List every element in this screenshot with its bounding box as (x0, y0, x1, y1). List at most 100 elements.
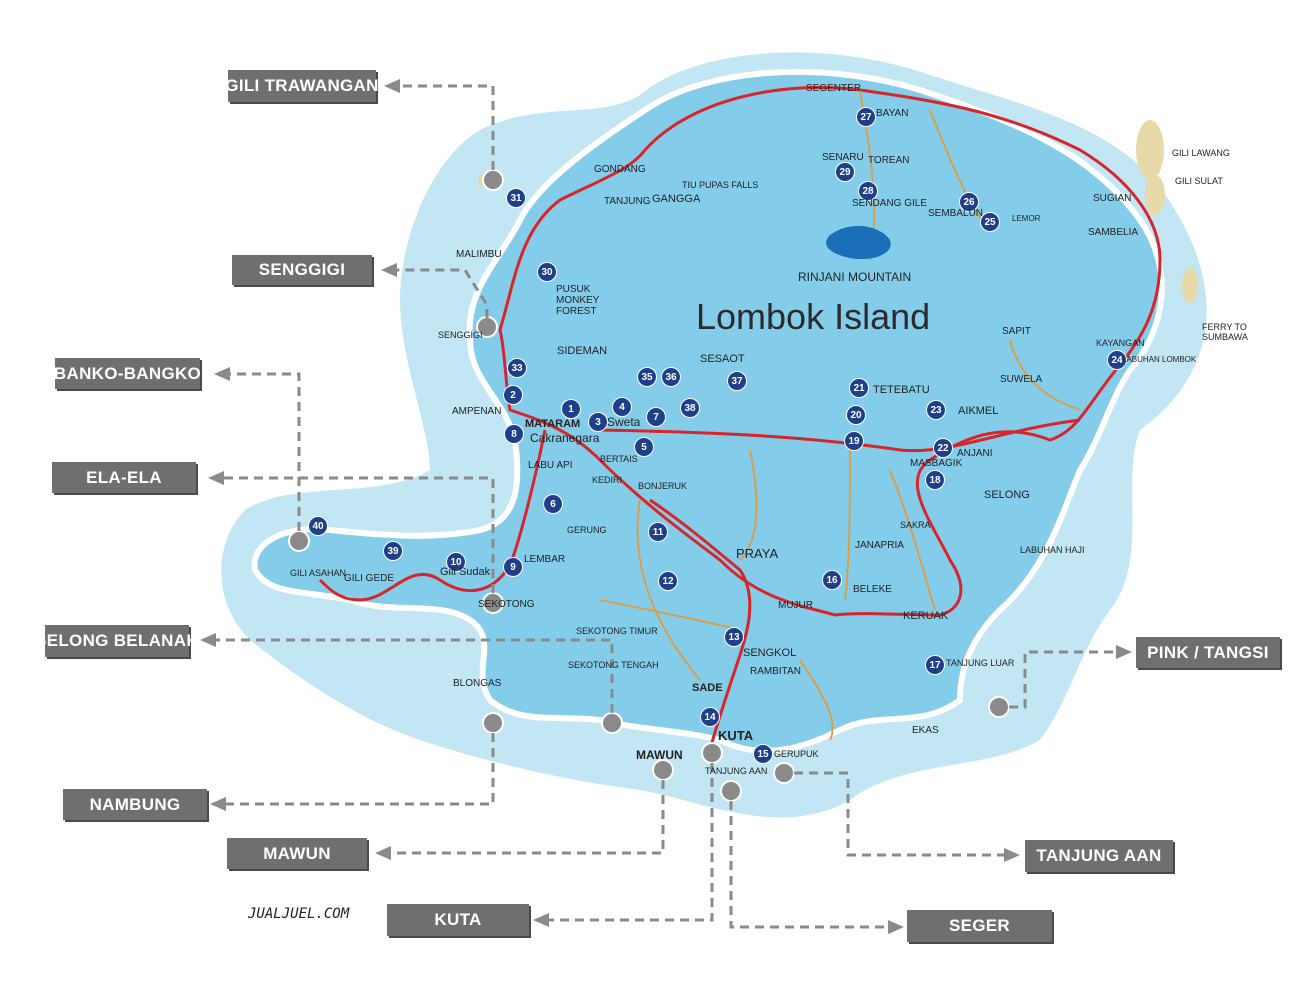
marker-mawun (652, 759, 674, 781)
watermark: JUALJUEL.COM (248, 906, 350, 922)
place-lembar: LEMBAR (524, 554, 566, 565)
gili-sulat-island (1145, 175, 1165, 215)
place-labuhan-haji: LABUHAN HAJI (1020, 545, 1085, 555)
place-pusuk: PUSUK MONKEY FOREST (556, 284, 600, 317)
place-sapit: SAPIT (1002, 326, 1031, 337)
place-senaru: SENARU (822, 152, 864, 163)
site-marker-21: 21 (849, 378, 869, 398)
place-sesaot: SESAOT (700, 353, 745, 365)
label-nambung[interactable]: NAMBUNG (63, 789, 207, 820)
place-segenter: SEGENTER (806, 83, 862, 94)
place-masbagik: MASBAGIK (910, 458, 963, 469)
road-praya-kuta (649, 498, 752, 751)
site-marker-40: 40 (308, 516, 328, 536)
place-gili-lawang: GILI LAWANG (1172, 148, 1230, 158)
place-praya: PRAYA (736, 546, 779, 561)
place-tanjung-aan: TANJUNG AAN (705, 766, 768, 776)
site-marker-2: 2 (503, 385, 523, 405)
site-marker-22: 22 (933, 438, 953, 458)
label-senggigi[interactable]: SENGGIGI (232, 255, 372, 285)
place-tanjung: TANJUNG (604, 196, 651, 207)
place-kayangan: KAYANGAN (1096, 338, 1145, 348)
island-landmass (251, 69, 1165, 754)
place-anjani: ANJANI (957, 448, 993, 459)
site-marker-20: 20 (846, 405, 866, 425)
place-kuta: KUTA (718, 728, 754, 743)
place-ekas: EKAS (912, 725, 939, 736)
segara-anak-lake (826, 225, 891, 260)
site-marker-5: 5 (634, 437, 654, 457)
place-rinjani: RINJANI MOUNTAIN (798, 270, 912, 284)
label-kuta[interactable]: KUTA (387, 904, 529, 936)
site-marker-1: 1 (561, 399, 581, 419)
destination-markers (288, 169, 1010, 802)
site-marker-4: 4 (612, 397, 632, 417)
place-tanjung-luar: TANJUNG LUAR (946, 658, 1015, 668)
place-janapria: JANAPRIA (855, 540, 904, 551)
marker-seger (720, 780, 742, 802)
marker-gili-trawangan (482, 169, 504, 191)
place-selong: SELONG (984, 489, 1030, 501)
site-marker-31: 31 (506, 188, 526, 208)
site-marker-16: 16 (822, 570, 842, 590)
place-sambelia: SAMBELIA (1088, 227, 1139, 238)
place-sekotong-timur: SEKOTONG TIMUR (576, 626, 658, 636)
place-bonjeruk: BONJERUK (638, 481, 688, 491)
marker-nambung (482, 712, 504, 734)
main-road (498, 86, 1162, 617)
label-gili-trawangan[interactable]: GILI TRAWANGAN (225, 70, 378, 102)
site-marker-36: 36 (661, 367, 681, 387)
place-sakra: SAKRA (900, 520, 931, 530)
site-marker-29: 29 (835, 162, 855, 182)
place-mawun: MAWUN (636, 748, 683, 762)
place-rambitan: RAMBITAN (750, 666, 801, 677)
site-marker-28: 28 (858, 181, 878, 201)
site-marker-3: 3 (588, 412, 608, 432)
place-tiu-pupas: TIU PUPAS FALLS (682, 180, 759, 190)
label-mawun[interactable]: MAWUN (227, 838, 367, 869)
place-gili-sulat: GILI SULAT (1175, 176, 1223, 186)
place-sendang-gile: SENDANG GILE (852, 198, 928, 209)
place-sekotong: SEKOTONG (478, 599, 535, 610)
site-marker-38: 38 (680, 398, 700, 418)
place-sugian: SUGIAN (1093, 193, 1132, 204)
place-sengkol: SENGKOL (743, 647, 797, 659)
place-mataram: MATARAM (525, 418, 581, 430)
site-marker-37: 37 (727, 371, 747, 391)
label-seger[interactable]: SEGER (907, 910, 1052, 942)
place-malimbu: MALIMBU (456, 249, 502, 260)
marker-selong-belanak (601, 712, 623, 734)
leader-lines (214, 84, 1118, 929)
site-marker-9: 9 (503, 557, 523, 577)
site-marker-23: 23 (926, 400, 946, 420)
site-marker-6: 6 (543, 494, 563, 514)
label-pink-tangsi[interactable]: PINK / TANGSI (1136, 637, 1280, 668)
label-selong-belanak[interactable]: SELONG BELANAK (35, 625, 199, 657)
gili-lawang-island (1136, 120, 1164, 180)
place-gerupuk: GERUPUK (774, 749, 819, 759)
label-banko-bangko[interactable]: BANKO-BANGKO (54, 358, 201, 389)
place-bertais: BERTAIS (600, 454, 638, 464)
place-lemor: LEMOR (1012, 214, 1041, 223)
road-lembar-sekotong (318, 429, 547, 602)
place-gili-asahan: GILI ASAHAN (290, 568, 347, 578)
place-ferry: FERRY TO SUMBAWA (1202, 322, 1248, 342)
road-east (599, 418, 1081, 453)
site-marker-26: 26 (959, 192, 979, 212)
site-marker-30: 30 (537, 262, 557, 282)
place-aikmel: AIKMEL (958, 405, 999, 417)
gili-pentangan-island (1182, 267, 1198, 303)
site-marker-14: 14 (700, 707, 720, 727)
place-torean: TOREAN (868, 155, 910, 166)
place-labu-api: LABU API (528, 460, 573, 471)
place-gili-gede: GILI GEDE (344, 573, 395, 584)
place-gondang: GONDANG (594, 164, 646, 175)
place-beleke: BELEKE (853, 584, 892, 595)
marker-pink-tangsi (988, 696, 1010, 718)
label-tanjung-aan[interactable]: TANJUNG AAN (1025, 840, 1173, 872)
marker-banko-bangko (288, 530, 310, 552)
place-blongas: BLONGAS (453, 678, 502, 689)
label-ela-ela[interactable]: ELA-ELA (52, 462, 196, 493)
place-gerung: GERUNG (567, 525, 607, 535)
